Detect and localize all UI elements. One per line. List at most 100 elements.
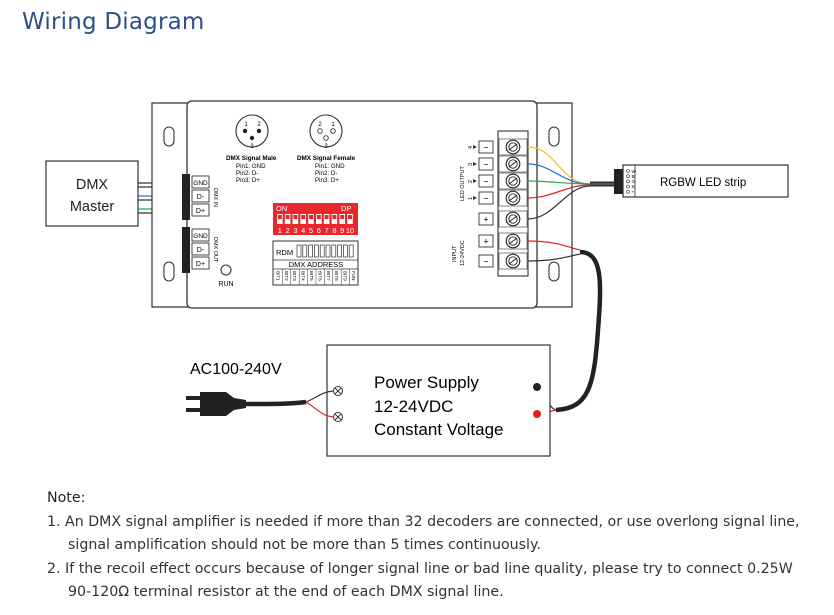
screw-inner — [508, 142, 518, 152]
rdm-column-bit9: BIT9 — [343, 271, 348, 281]
rdm-bar — [296, 244, 302, 258]
xlr-female-icon — [309, 114, 343, 148]
strip-pin-icon — [626, 174, 630, 178]
notes-heading: Note: — [47, 490, 86, 506]
xlr-male-pin2: Pin2: D- — [236, 170, 258, 177]
dip-lever-knob — [301, 215, 306, 219]
dip-lever-knob — [340, 215, 345, 219]
xlr-female-pin2: Pin2: D- — [315, 170, 337, 177]
rdm-column-bit2: BIT2 — [284, 271, 289, 281]
mount-slot-icon — [548, 261, 560, 282]
polarity-sign: − — [483, 177, 488, 187]
screw-inner — [508, 176, 518, 186]
channel-arrow-icon — [473, 162, 477, 166]
xlr-female-pin1: Pin1: GND — [315, 163, 345, 170]
dip-lever-knob — [285, 215, 290, 219]
dip-levers[interactable] — [277, 214, 353, 224]
rdm-bars — [296, 244, 354, 258]
rdm-bar — [337, 244, 342, 258]
screw-inner — [508, 214, 518, 224]
xlr-male-icon — [235, 114, 269, 148]
strip-pin-icon — [626, 169, 630, 173]
plug-prong-icon — [186, 408, 201, 412]
rdm-column-bit1: BIT1 — [275, 271, 280, 281]
xlr-male-pin3: Pin3: D+ — [236, 177, 260, 184]
dip-lever-knob — [277, 215, 282, 219]
polarity-sign: − — [483, 194, 488, 204]
mount-slot-icon — [163, 261, 175, 282]
xlr-male-pin1: Pin1: GND — [236, 163, 266, 170]
dmx-master-line2: Master — [70, 199, 114, 215]
xlr-female-title: DMX Signal Female — [297, 155, 356, 162]
rdm-bar — [348, 244, 354, 258]
polarity-sign: − — [483, 143, 488, 153]
strip-pin-icon — [626, 179, 630, 184]
dip-lever-knob — [309, 215, 313, 219]
screw-slot-mark — [508, 194, 518, 202]
dmx-in-gnd: GND — [193, 180, 208, 187]
polarity-box — [478, 234, 494, 248]
xlr-male-num1: 1 — [244, 122, 248, 128]
xlr-male-connector: 1 2 3 DMX Signal Male Pin1: GND Pin2: D-… — [226, 114, 277, 184]
psu-line3: Constant Voltage — [374, 420, 503, 439]
dmx-in-dplus: D+ — [196, 208, 205, 215]
rdm-column-bit7: BIT7 — [326, 271, 331, 281]
screw-inner — [508, 236, 518, 246]
xlr-female-pin3: Pin3: D+ — [315, 177, 339, 184]
note-1-line-2: signal amplification should not be more … — [68, 537, 541, 553]
channel-arrow-icon — [473, 179, 477, 183]
xlr-male-num2: 2 — [257, 122, 261, 128]
strip-pin-b: B — [632, 174, 635, 180]
dmx-out-label: DMX OUT — [212, 237, 218, 263]
polarity-box — [478, 157, 494, 171]
xlr-male-title: DMX Signal Male — [226, 155, 277, 162]
rdm-column-bit6: BIT6 — [317, 271, 322, 281]
led-output-label: LED OUTPUT — [460, 166, 466, 201]
screw-inner — [508, 256, 518, 266]
dmx-out-dminus: D- — [197, 247, 205, 254]
xlr-female-num1: 1 — [331, 122, 335, 128]
psu-line2: 12-24VDC — [374, 397, 453, 416]
rdm-bar — [343, 244, 348, 258]
channel-arrow-icon — [473, 196, 477, 200]
dip-number-10: 10 — [346, 226, 354, 235]
strip-pin-r: R — [632, 184, 636, 190]
rgbw-strip-label: RGBW LED strip — [660, 177, 746, 189]
page-title: Wiring Diagram — [22, 9, 205, 35]
notes-section: Note: 1. An DMX signal amplifier is need… — [47, 487, 827, 605]
xlr-female-connector: 2 1 3 DMX Signal Female Pin1: GND Pin2: … — [297, 114, 356, 184]
psu-dc-plus-terminal — [533, 410, 541, 418]
dip-number-6: 6 — [317, 226, 321, 235]
polarity-box — [478, 212, 494, 226]
led-output-wires — [527, 146, 614, 220]
screw-slot-mark — [508, 215, 518, 223]
xlr-female-num2: 2 — [318, 122, 322, 128]
psu-line1: Power Supply — [374, 373, 479, 392]
dip-number-3: 3 — [293, 226, 297, 235]
strip-pin-icon — [626, 184, 630, 189]
led-channel-3: 3 — [468, 163, 474, 166]
dmx-out-dplus: D+ — [196, 261, 205, 268]
rdm-bar — [302, 244, 308, 258]
polarity-sign: − — [483, 257, 488, 267]
mount-slot-icon — [548, 126, 560, 147]
rdm-column-bit3: BIT3 — [292, 271, 297, 281]
polarity-box — [478, 254, 494, 268]
psu-dc-minus-terminal — [533, 383, 541, 391]
dmx-in-label: DMX IN — [212, 188, 218, 207]
polarity-box — [478, 191, 494, 205]
rdm-bar — [319, 244, 325, 258]
dip-number-9: 9 — [340, 226, 344, 235]
dip-number-4: 4 — [301, 226, 305, 235]
screw-slot-mark — [508, 257, 518, 265]
xlr-male-num3: 3 — [250, 144, 254, 150]
rdm-column-bit4: BIT4 — [301, 271, 306, 281]
screw-slot-mark — [508, 143, 518, 151]
polarity-box — [478, 174, 494, 188]
dip-number-5: 5 — [309, 226, 313, 235]
